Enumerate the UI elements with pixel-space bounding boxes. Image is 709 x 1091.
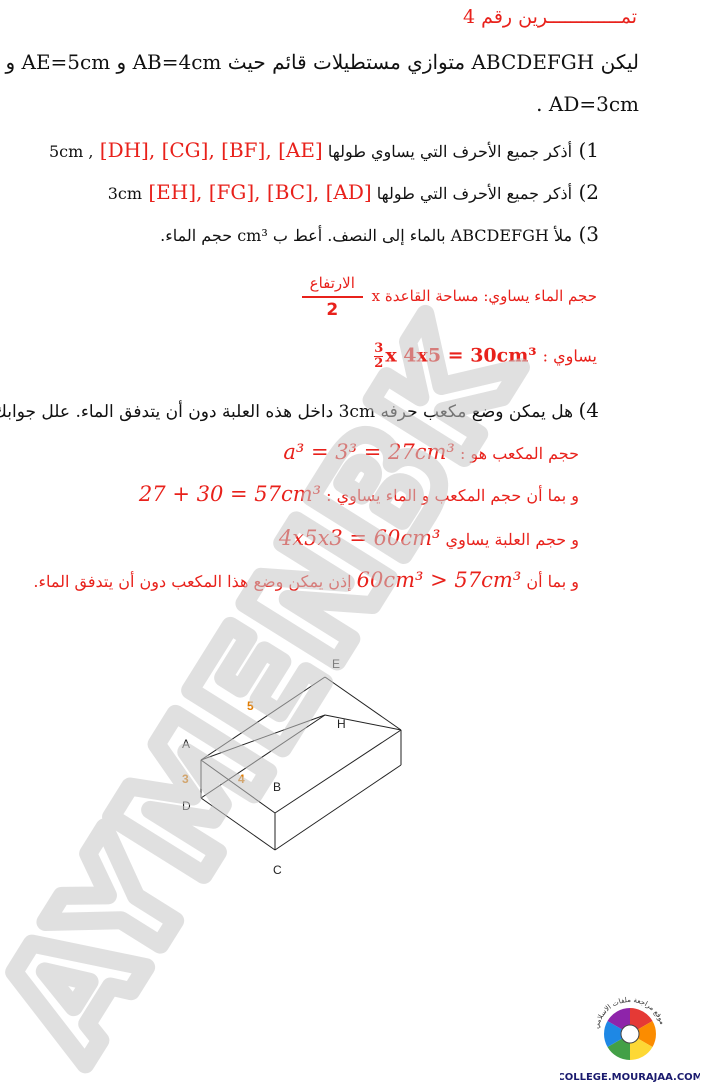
- equals-label: يساوي :: [542, 346, 597, 366]
- edge-top-front: [200, 759, 276, 814]
- dim-ae: 5: [247, 699, 254, 713]
- label-A: A: [182, 737, 190, 751]
- answer-4-conclusion: و بما أن 60cm³ > 57cm³ إذن يمكن وضع هذا …: [33, 568, 579, 592]
- label-D: D: [182, 799, 191, 813]
- question-1-text: أذكر جميع الأحرف التي يساوي طولها 5cm ,: [48, 142, 573, 161]
- edge-back-top: [200, 714, 326, 761]
- cuboid-figure: E H A D B C 5 3 4: [182, 657, 402, 877]
- logo-wheel: [604, 1008, 656, 1060]
- height-word: الارتفاع: [301, 274, 363, 298]
- edge-back-left: [200, 714, 326, 799]
- answer-3-formula: حجم الماء يساوي: مساحة القاعدة x الارتفا…: [298, 274, 597, 320]
- dim-ab: 4: [238, 772, 245, 786]
- sum-label: و بما أن حجم المكعب و الماء يساوي :: [326, 486, 579, 505]
- question-3-text: ملأ ABCDEFGH بالماء إلى النصف. أعط ب cm³…: [160, 226, 573, 245]
- conclusion-expression: 60cm³ > 57cm³: [356, 568, 522, 592]
- box-label: و حجم العلبة يساوي: [445, 530, 579, 549]
- question-3: 3) ملأ ABCDEFGH بالماء إلى النصف. أعط ب …: [19, 222, 599, 246]
- conclusion-prefix: و بما أن: [526, 572, 579, 591]
- question-4: 4) هل يمكن وضع مكعب حرفه 3cm داخل هذه ال…: [0, 398, 599, 422]
- label-E: E: [332, 657, 340, 671]
- dim-ad: 3: [182, 772, 189, 786]
- answer-4-cube: حجم المكعب هو : a³ = 3³ = 27cm³: [283, 440, 579, 464]
- intro-line-2: . AD=3cm: [536, 92, 639, 116]
- result-expression: 3 2 x 4x5 = 30cm³: [374, 341, 537, 371]
- box-expression: 4x5x3 = 60cm³: [278, 526, 441, 550]
- three-halves: 3 2: [374, 341, 384, 371]
- height-denominator: 2: [326, 300, 339, 320]
- college-mourajaa-logo: موقع مراجعة ملفات الاسلامي COLLEGE.MOURA…: [560, 996, 700, 1083]
- edge-top-back: [200, 676, 326, 761]
- logo-caption: COLLEGE.MOURAJAA.COM: [560, 1072, 700, 1083]
- cube-expression: a³ = 3³ = 27cm³: [283, 440, 455, 464]
- height-fraction: الارتفاع 2: [301, 274, 363, 320]
- conclusion-suffix: إذن يمكن وضع هذا المكعب دون أن يتدفق الم…: [33, 572, 352, 591]
- answer-4-box: و حجم العلبة يساوي 4x5x3 = 60cm³: [279, 526, 579, 550]
- answer-4-sum: و بما أن حجم المكعب و الماء يساوي : 27 +…: [139, 482, 579, 506]
- question-4-number: 4): [578, 398, 599, 422]
- question-2-answer: [EH], [FG], [BC], [AD]: [148, 180, 372, 204]
- result-calc: x 4x5 = 30cm³: [385, 344, 537, 367]
- edge-bottom-left: [200, 797, 276, 851]
- edge-bottom-right: [274, 764, 402, 851]
- question-1-number: 1): [578, 138, 599, 162]
- question-1: 1) أذكر جميع الأحرف التي يساوي طولها 5cm…: [19, 138, 599, 162]
- label-B: B: [273, 780, 281, 794]
- exercise-title: تمـــــــــــــرين رقم 4: [463, 6, 637, 28]
- edge-top-front-right: [274, 729, 402, 814]
- edge-top-right: [324, 676, 402, 731]
- answer-3-result: يساوي : 3 2 x 4x5 = 30cm³: [374, 342, 597, 371]
- question-2-number: 2): [578, 180, 599, 204]
- volume-label: حجم الماء يساوي: مساحة القاعدة x: [371, 287, 597, 305]
- intro-line-1: ليكن ABCDEFGH متوازي مستطيلات قائم حيث A…: [5, 50, 639, 74]
- question-3-number: 3): [578, 222, 599, 246]
- label-H: H: [337, 717, 346, 731]
- three-halves-num: 3: [374, 341, 384, 357]
- three-halves-den: 2: [374, 356, 384, 371]
- label-C: C: [273, 863, 282, 877]
- edge-back-right: [324, 714, 402, 731]
- question-2-text: أذكر جميع الأحرف التي طولها 3cm: [107, 184, 573, 203]
- question-2: 2) أذكر جميع الأحرف التي طولها 3cm [EH],…: [19, 180, 599, 204]
- sum-expression: 27 + 30 = 57cm³: [138, 482, 322, 506]
- question-4-text: هل يمكن وضع مكعب حرفه 3cm داخل هذه العلب…: [0, 402, 574, 422]
- cube-label: حجم المكعب هو :: [459, 444, 579, 463]
- question-1-answer: [DH], [CG], [BF], [AE]: [99, 138, 323, 162]
